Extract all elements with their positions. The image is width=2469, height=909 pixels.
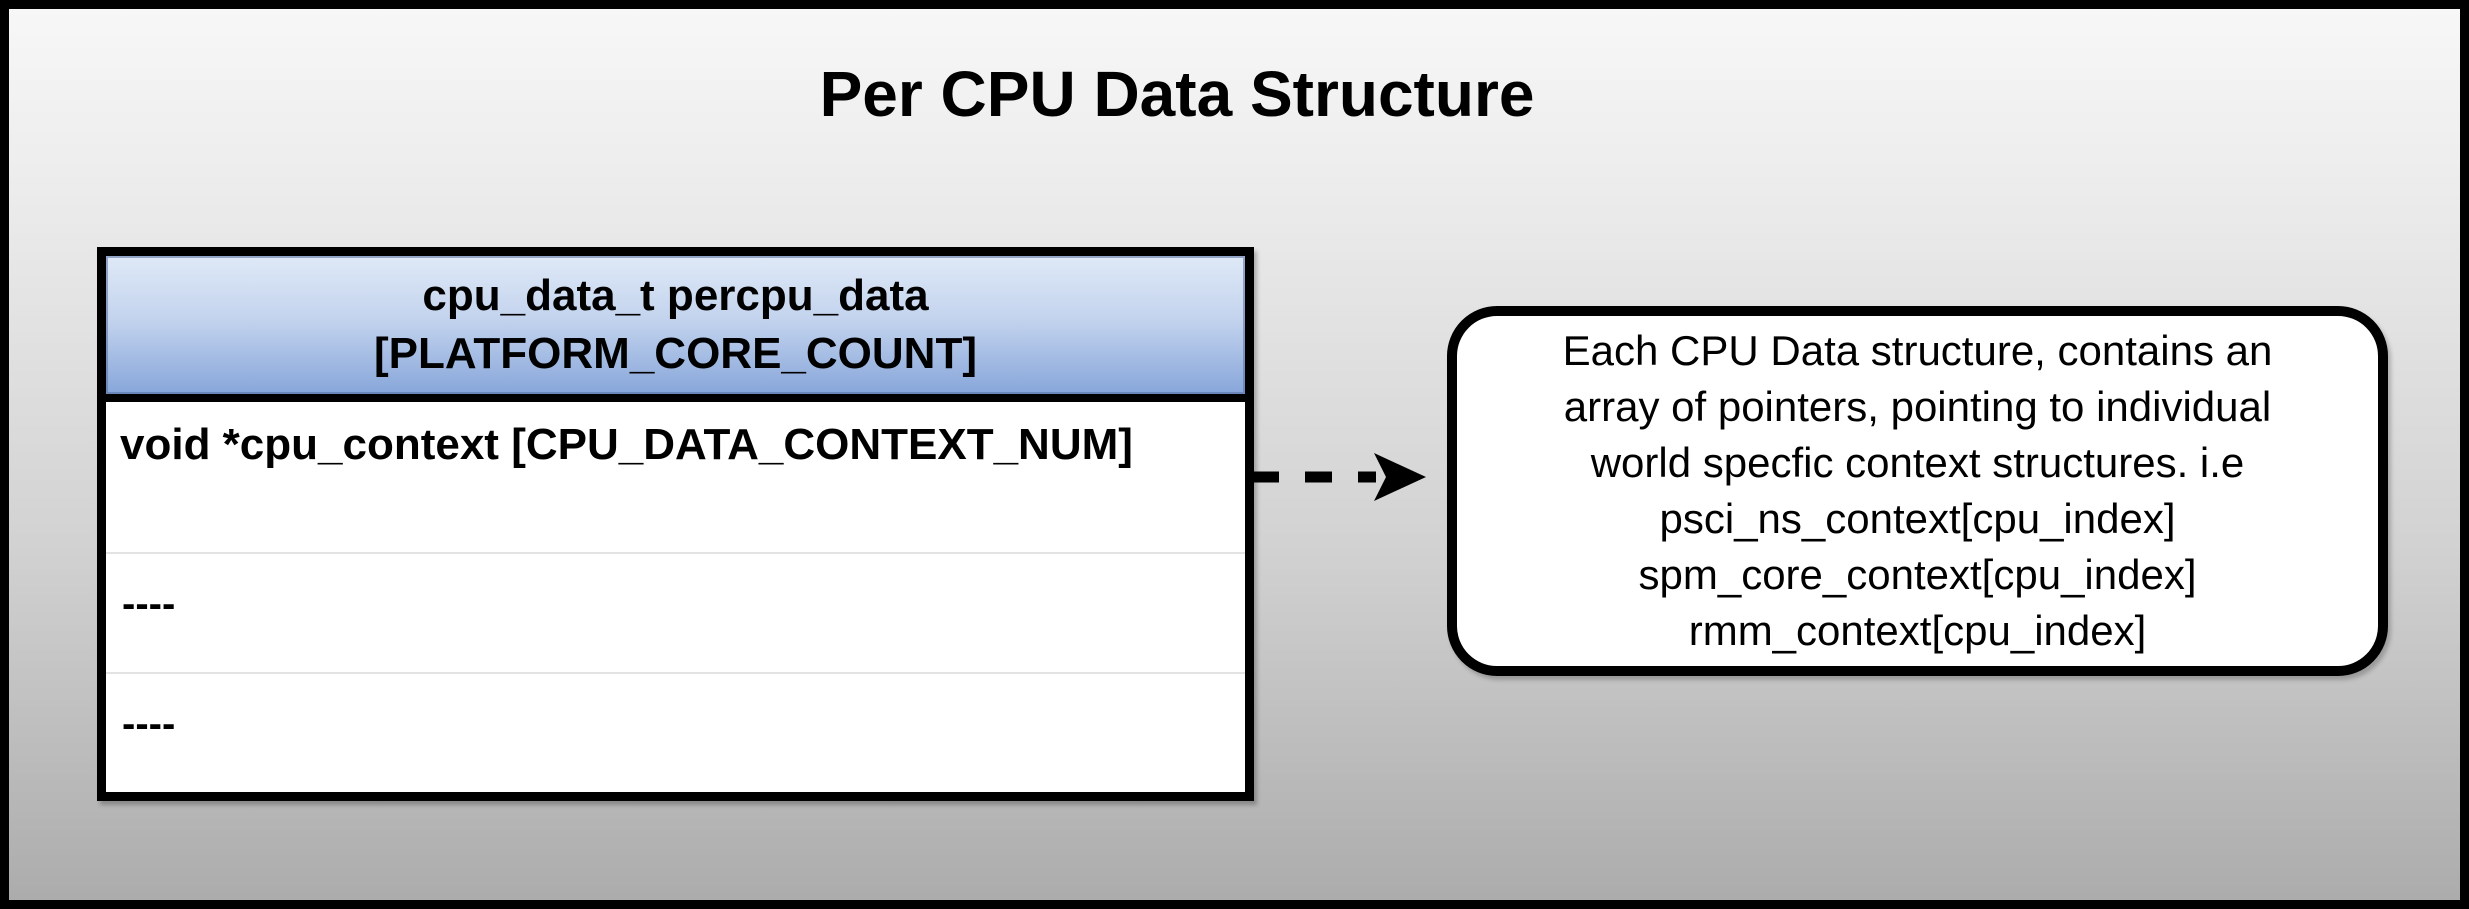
annotation-line: array of pointers, pointing to individua… xyxy=(1563,383,2272,430)
annotation-line: psci_ns_context[cpu_index] xyxy=(1659,495,2176,542)
annotation-callout: Each CPU Data structure, contains an arr… xyxy=(1447,306,2388,676)
dashed-right-arrow-icon xyxy=(1252,449,1430,505)
annotation-line: world specfic context structures. i.e xyxy=(1590,439,2245,486)
page-title: Per CPU Data Structure xyxy=(819,58,1535,130)
table-row-ellipsis-1: ---- xyxy=(106,552,1245,672)
struct-table-header: cpu_data_t percpu_data [PLATFORM_CORE_CO… xyxy=(106,256,1245,402)
table-row-ellipsis-2: ---- xyxy=(106,672,1245,792)
annotation-line: rmm_context[cpu_index] xyxy=(1688,607,2147,654)
cpu-data-struct-table: cpu_data_t percpu_data [PLATFORM_CORE_CO… xyxy=(97,247,1254,801)
struct-header-line2: [PLATFORM_CORE_COUNT] xyxy=(374,329,977,378)
annotation-line: Each CPU Data structure, contains an xyxy=(1562,327,2273,374)
table-row-cpu-context: void *cpu_context [CPU_DATA_CONTEXT_NUM] xyxy=(106,402,1245,552)
annotation-line: spm_core_context[cpu_index] xyxy=(1638,551,2197,598)
struct-header-line1: cpu_data_t percpu_data xyxy=(422,271,929,320)
